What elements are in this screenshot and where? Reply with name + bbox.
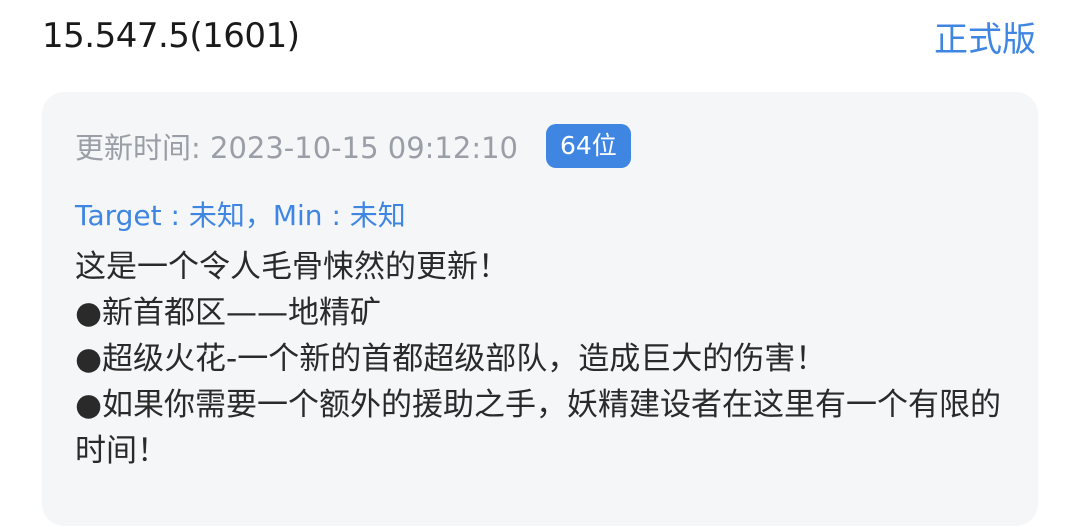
release-channel-label[interactable]: 正式版 [934, 19, 1036, 60]
target-min-versions: Target : 未知，Min : 未知 [75, 199, 406, 232]
meta-row: 更新时间: 2023-10-15 09:12:10 64位 [75, 122, 1006, 170]
release-note-line: ●如果你需要一个额外的援助之手，妖精建设者在这里有一个有限的时间！ [75, 387, 1002, 469]
release-notes: 这是一个令人毛骨悚然的更新！ ●新首都区——地精矿 ●超级火花-一个新的首都超级… [75, 244, 1006, 474]
update-time: 更新时间: 2023-10-15 09:12:10 [75, 131, 518, 165]
release-note-line: ●超级火花-一个新的首都超级部队，造成巨大的伤害！ [75, 341, 827, 377]
release-note-line: ●新首都区——地精矿 [75, 295, 382, 331]
arch-badge: 64位 [546, 124, 631, 168]
release-notes-card: 更新时间: 2023-10-15 09:12:10 64位 Target : 未… [42, 92, 1038, 526]
release-note-line: 这是一个令人毛骨悚然的更新！ [75, 249, 509, 285]
version-header: 15.547.5(1601) 正式版 [42, 10, 1036, 62]
version-number: 15.547.5(1601) [42, 16, 300, 56]
